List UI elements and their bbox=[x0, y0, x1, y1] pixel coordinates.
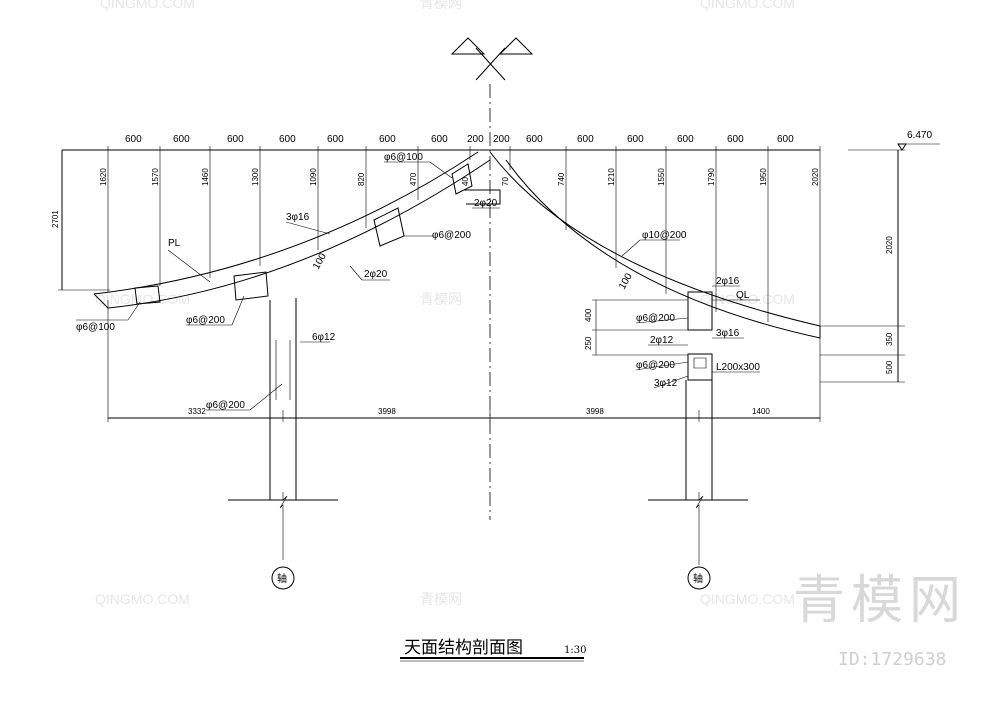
side-dim: 250 bbox=[584, 336, 593, 350]
top-dimension: 600 bbox=[677, 134, 694, 145]
watermark-latin: QINGMO.COM bbox=[100, 0, 195, 11]
drawing-title: 天面结构剖面图 bbox=[404, 638, 523, 658]
top-dimension: 600 bbox=[327, 134, 344, 145]
axis-bubble-left: 轴 bbox=[271, 566, 295, 590]
watermark-latin: QINGMO.COM bbox=[95, 291, 190, 307]
watermark-latin: QINGMO.COM bbox=[95, 591, 190, 607]
label-pl: PL bbox=[168, 238, 181, 249]
rafter-height: 740 bbox=[557, 172, 566, 186]
elevation-marker: 6.470 bbox=[897, 130, 940, 151]
rafter-height: 1550 bbox=[657, 168, 666, 186]
axis-label: 轴 bbox=[277, 572, 287, 585]
watermark-latin: QINGMO.COM bbox=[700, 291, 795, 307]
label-rebar: 2φ12 bbox=[650, 335, 674, 346]
top-dimension: 600 bbox=[777, 134, 794, 145]
rafter-height: 1090 bbox=[309, 168, 318, 186]
top-dimension: 600 bbox=[227, 134, 244, 145]
rafter-lines bbox=[107, 146, 821, 328]
bottom-dim: 3998 bbox=[586, 407, 604, 416]
label-ql: QL bbox=[736, 290, 750, 301]
watermark-brand-large: 青模网 bbox=[793, 571, 967, 631]
top-dimension: 600 bbox=[431, 134, 448, 145]
label-rebar: 6φ12 bbox=[312, 332, 336, 343]
top-dimension: 600 bbox=[526, 134, 543, 145]
left-roof-slab bbox=[93, 151, 501, 309]
rafter-height-labels: 1620 1570 1460 1300 1090 820 470 40 70 740 1210 155… bbox=[99, 168, 820, 186]
label-rebar: φ6@200 bbox=[636, 360, 675, 371]
rafter-height: 2020 bbox=[811, 168, 820, 186]
top-dimension: 600 bbox=[627, 134, 644, 145]
watermark-id: ID:1729638 bbox=[838, 649, 946, 670]
label-rebar: φ10@200 bbox=[642, 230, 687, 241]
rafter-height: 1790 bbox=[707, 168, 716, 186]
label-rebar: φ6@100 bbox=[76, 322, 115, 333]
watermark-latin: QINGMO.COM bbox=[700, 0, 795, 11]
label-rebar: φ6@100 bbox=[384, 152, 423, 163]
rafter-height: 1620 bbox=[99, 168, 108, 186]
label-rebar: 3φ16 bbox=[286, 212, 310, 223]
label-rebar: 2φ20 bbox=[364, 269, 388, 280]
right-column bbox=[648, 380, 748, 565]
top-dimension: 600 bbox=[279, 134, 296, 145]
top-dimensions: 600 600 600 600 600 600 600 200 200 600 600 600 600 6… bbox=[125, 134, 794, 145]
watermark-layer: QINGMO.COM 青模网 QINGMO.COM QINGMO.COM 青模网… bbox=[95, 0, 967, 670]
left-column bbox=[228, 298, 338, 560]
rafter-height: 470 bbox=[409, 172, 418, 186]
elevation-value: 6.470 bbox=[907, 130, 932, 141]
axis-label: 轴 bbox=[693, 572, 703, 585]
side-dim: 400 bbox=[584, 308, 593, 322]
ridge-symbol bbox=[450, 37, 534, 81]
rafter-height: 70 bbox=[501, 177, 510, 186]
bottom-dim: 3332 bbox=[188, 407, 206, 416]
right-height-label: 2020 bbox=[885, 236, 894, 254]
bottom-dimensions: 3332 3998 3998 1400 bbox=[107, 300, 821, 422]
bottom-dim: 3998 bbox=[378, 407, 396, 416]
top-dimension: 600 bbox=[727, 134, 744, 145]
watermark-brand: 青模网 bbox=[420, 0, 462, 11]
top-dimension: 600 bbox=[577, 134, 594, 145]
drawing-title-block: 天面结构剖面图 1:30 bbox=[400, 638, 586, 662]
axis-bubble-right: 轴 bbox=[687, 566, 711, 590]
rafter-height: 1300 bbox=[251, 168, 260, 186]
bottom-dim: 1400 bbox=[752, 407, 770, 416]
drawing-scale: 1:30 bbox=[564, 645, 586, 656]
top-dimension: 600 bbox=[379, 134, 396, 145]
watermark-brand: 青模网 bbox=[420, 291, 462, 307]
top-dimension: 600 bbox=[173, 134, 190, 145]
top-dimension: 200 bbox=[467, 134, 484, 145]
watermark-latin: QINGMO.COM bbox=[700, 591, 795, 607]
top-dimension: 200 bbox=[493, 134, 510, 145]
right-roof-slab bbox=[489, 151, 821, 381]
rafter-height: 1460 bbox=[201, 168, 210, 186]
rafter-height: 820 bbox=[357, 172, 366, 186]
watermark-brand: 青模网 bbox=[420, 591, 462, 607]
label-rebar: 3φ12 bbox=[654, 378, 678, 389]
slab-thickness: 100 bbox=[311, 251, 329, 271]
label-rebar: φ6@200 bbox=[186, 315, 225, 326]
rafter-height: 1950 bbox=[759, 168, 768, 186]
label-rebar: φ6@200 bbox=[636, 313, 675, 324]
right-height-label: 500 bbox=[885, 360, 894, 374]
label-rebar: φ6@200 bbox=[206, 400, 245, 411]
top-dimension: 600 bbox=[125, 134, 142, 145]
label-rebar: 2φ16 bbox=[716, 276, 740, 287]
rafter-height: 1210 bbox=[607, 168, 616, 186]
slab-thickness: 100 bbox=[617, 271, 635, 291]
label-rebar: 2φ20 bbox=[474, 198, 498, 209]
left-height-label: 2701 bbox=[51, 210, 60, 228]
beam-side-dims: 400 250 bbox=[584, 299, 688, 356]
label-rebar: φ6@200 bbox=[432, 230, 471, 241]
right-height-label: 350 bbox=[885, 332, 894, 346]
rafter-height: 40 bbox=[461, 177, 470, 186]
label-rebar: 3φ16 bbox=[716, 328, 740, 339]
annotations: PL φ6@100 3φ16 φ6@200 2φ20 φ6@100 φ6@200… bbox=[76, 152, 760, 411]
rafter-height: 1570 bbox=[151, 168, 160, 186]
label-lintel: L200x300 bbox=[716, 362, 760, 373]
